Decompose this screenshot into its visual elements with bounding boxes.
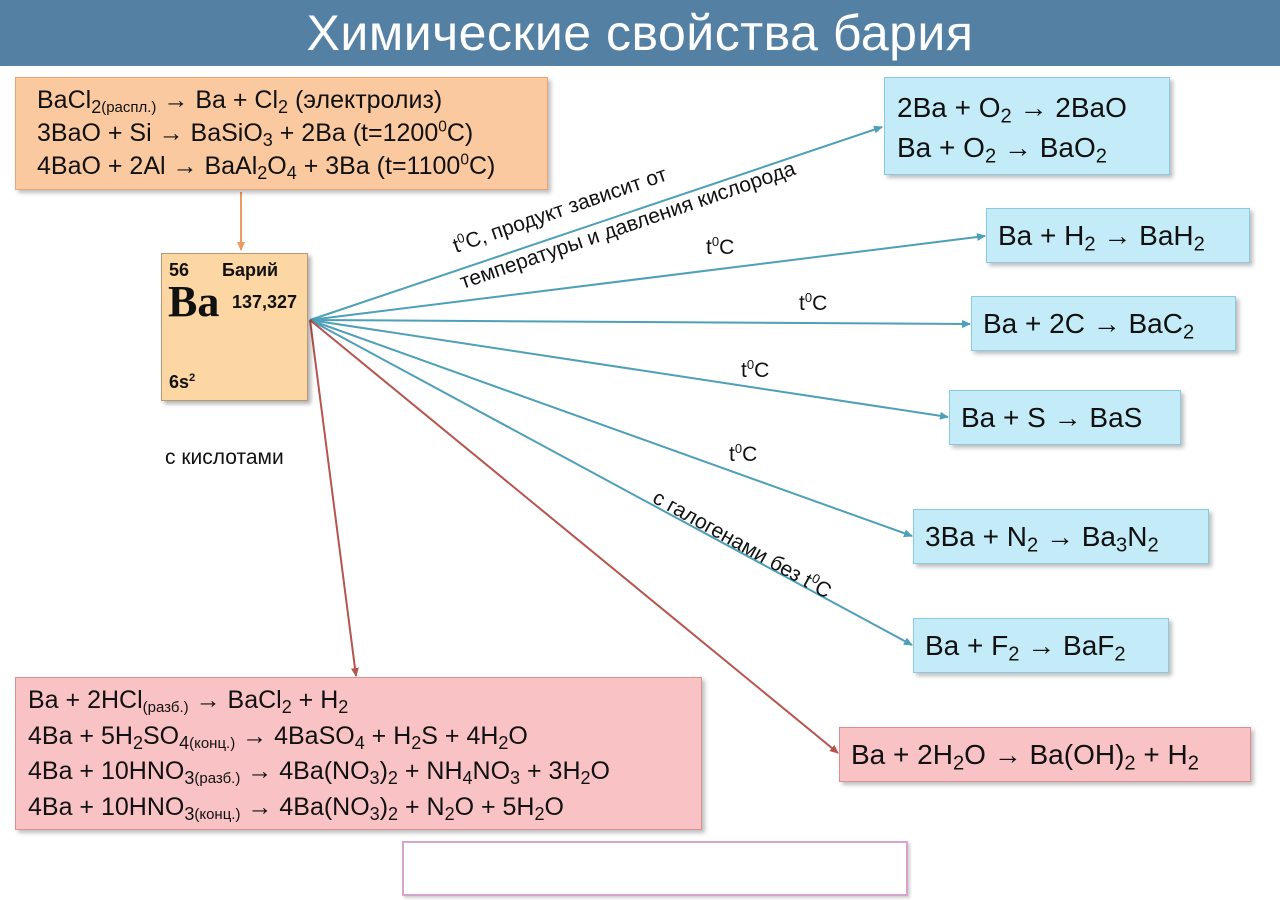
arrow-fluorine — [309, 319, 913, 646]
hydrogen-product-box: Ba + H2 → BaH2 — [986, 208, 1250, 263]
arrow-sulfur — [309, 319, 949, 420]
arrow-water — [309, 319, 839, 754]
oxygen-reaction-oxide: 2Ba + O2 → 2BaO — [897, 92, 1127, 128]
element-name: Барий — [222, 260, 279, 280]
page-title: Химические свойства бария — [0, 0, 1280, 66]
electron-configuration: 6s2 — [169, 372, 196, 392]
acid-reaction-hcl: Ba + 2HCl(разб.) → BaCl2 + H2 — [28, 686, 349, 718]
arrow-hydrogen — [309, 233, 986, 321]
arrow-oxygen — [309, 125, 883, 321]
nitrogen-product-box: 3Ba + N2 → Ba3N2 — [913, 509, 1209, 564]
arrow-acids — [309, 319, 359, 677]
water-product-box: Ba + 2H2O → Ba(OH)2 + H2 — [839, 727, 1251, 782]
acids-label: с кислотами — [165, 446, 284, 469]
sulfur-condition-label: t0C — [741, 356, 770, 382]
arrow-nitrogen — [309, 319, 913, 538]
hydrogen-condition-label: t0C — [706, 233, 735, 259]
oxygen-reaction-peroxide: Ba + O2 → BaO2 — [897, 132, 1107, 168]
production-aluminothermy: 4BaO + 2Al → BaAl2O4 + 3Ba (t=11000C) — [37, 151, 496, 184]
element-symbol: Ba — [168, 277, 220, 326]
arrow-carbon — [309, 319, 971, 328]
fluorine-product-box: Ba + F2 → BaF2 — [913, 618, 1169, 673]
production-electrolysis: BaCl2(распл.) → Ba + Cl2 (электролиз) — [37, 86, 443, 118]
oxygen-products-box: 2Ba + O2 → 2BaO Ba + O2 → BaO2 — [884, 77, 1170, 175]
acids-reactions-box: Ba + 2HCl(разб.) → BaCl2 + H2 4Ba + 5H2S… — [15, 677, 702, 830]
atomic-mass: 137,327 — [232, 292, 298, 312]
production-box: BaCl2(распл.) → Ba + Cl2 (электролиз) 3B… — [15, 77, 548, 190]
atomic-number: 56 — [169, 260, 190, 280]
acid-reaction-hno3-conc: 4Ba + 10HNO3(конц.) → 4Ba(NO3)2 + N2O + … — [28, 792, 564, 824]
sulfur-product-box: Ba + S → BaS — [949, 390, 1181, 445]
acid-reaction-hno3-dilute: 4Ba + 10HNO3(разб.) → 4Ba(NO3)2 + NH4NO3… — [28, 757, 610, 789]
barium-element-tile: 56 Барий Ba 137,327 6s2 — [161, 253, 308, 401]
carbon-condition-label: t0C — [799, 289, 828, 315]
nitrogen-condition-label: t0C — [729, 440, 758, 466]
acid-reaction-h2so4: 4Ba + 5H2SO4(конц.) → 4BaSO4 + H2S + 4H2… — [28, 721, 528, 753]
carbon-product-box: Ba + 2C → BaC2 — [971, 296, 1236, 351]
empty-answer-box — [402, 841, 908, 896]
production-silicothermy: 3BaO + Si → BaSiO3 + 2Ba (t=12000C) — [37, 118, 474, 151]
